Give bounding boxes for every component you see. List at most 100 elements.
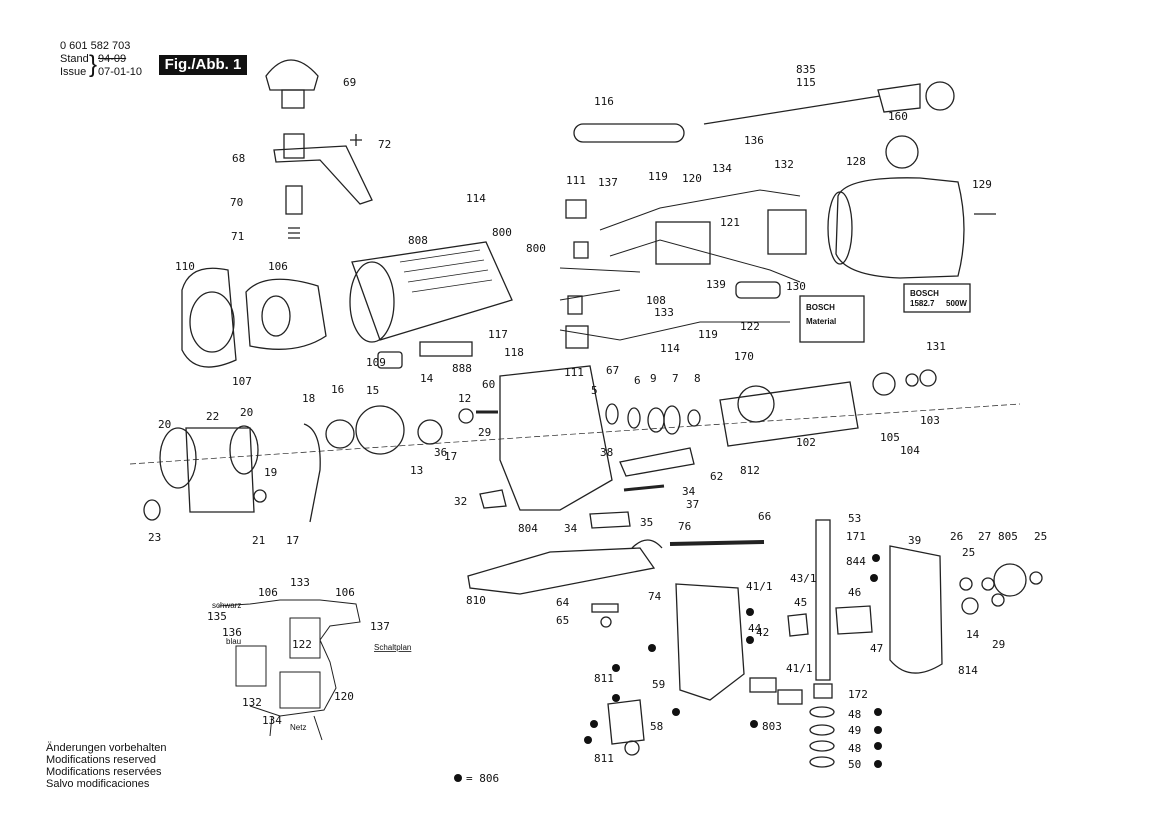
callout-number: 6 <box>634 374 641 387</box>
callout-number: 71 <box>231 230 244 243</box>
capacitor-part <box>573 241 589 259</box>
callout-number: 49 <box>848 724 861 737</box>
bearing-29-part <box>991 593 1005 607</box>
note-line: Änderungen vorbehalten <box>46 742 167 754</box>
ring-8-part <box>687 409 701 427</box>
callout-number: 59 <box>652 678 665 691</box>
callout-number: 136 <box>222 626 242 639</box>
callout-number: 120 <box>334 690 354 703</box>
bearing-14-part <box>961 597 979 615</box>
guide-46-part <box>835 605 873 635</box>
base-boss-part <box>283 133 305 159</box>
stand-label: Stand <box>60 53 89 65</box>
roller-bracket-811-part <box>607 699 645 745</box>
hex-key-66-part <box>669 540 765 546</box>
callout-number: 116 <box>594 95 614 108</box>
callout-number: 29 <box>992 638 1005 651</box>
schematic-schwarz: schwarz <box>212 601 241 610</box>
callout-number: 44 <box>748 622 762 635</box>
callout-number: 139 <box>706 278 726 291</box>
callout-number: 12 <box>458 392 471 405</box>
callout-number: 106 <box>258 586 278 599</box>
brush-part <box>377 351 403 369</box>
callout-number: 29 <box>478 426 491 439</box>
stand-value: 94-09 <box>98 53 127 65</box>
legend-dot-label: = 806 <box>466 772 499 785</box>
clip-76-part <box>631 539 663 549</box>
callout-number: 134 <box>262 714 282 727</box>
callout-number: 105 <box>880 431 900 444</box>
callout-number: 69 <box>343 76 356 89</box>
motor-cover-part <box>835 177 965 279</box>
callout-number: 106 <box>335 586 355 599</box>
callout-number: 64 <box>556 596 570 609</box>
callout-number: 43/1 <box>790 572 817 585</box>
callout-number: 34 <box>682 485 696 498</box>
callout-number: 76 <box>678 520 691 533</box>
washer-48-a-part <box>809 706 835 718</box>
callout-number: 66 <box>758 510 771 523</box>
electronic-module-part <box>767 209 807 255</box>
washer-48-b-part <box>809 740 835 752</box>
ring-104-part <box>905 373 919 387</box>
fan-170-part <box>737 385 775 423</box>
schematic-blau: blau <box>226 637 241 646</box>
callout-number: 9 <box>650 372 657 385</box>
housing-ribs-part <box>399 249 493 293</box>
callout-number: 65 <box>556 614 569 627</box>
clamp-45-part <box>787 613 809 637</box>
ring-27-part <box>981 577 995 591</box>
callout-number: 133 <box>654 306 674 319</box>
callout-number: 17 <box>444 450 457 463</box>
screw-65-part <box>600 616 612 628</box>
washer-50-part <box>809 756 835 768</box>
plug-23-part <box>143 499 161 521</box>
callout-number: 122 <box>740 320 760 333</box>
callout-number: 60 <box>482 378 495 391</box>
callout-number: 137 <box>598 176 618 189</box>
bosch-material-plate <box>799 295 865 343</box>
bosch-brand-text: BOSCH <box>806 303 835 312</box>
pin-34-part <box>623 484 665 492</box>
callout-number: 17 <box>286 534 299 547</box>
sleeve-part <box>285 185 303 215</box>
schematic-schaltplan: Schaltplan <box>374 643 411 652</box>
callout-number: 18 <box>302 392 315 405</box>
callout-number: 26 <box>950 530 963 543</box>
header-brace: } <box>89 51 98 78</box>
callout-number: 72 <box>378 138 391 151</box>
callout-number: 104 <box>900 444 920 457</box>
washer-19-part <box>253 489 267 503</box>
switch-part <box>565 199 587 219</box>
callout-number: 800 <box>526 242 546 255</box>
callout-number: 811 <box>594 752 614 765</box>
wiring-part <box>559 189 801 341</box>
issue-value: 07-01-10 <box>98 66 143 78</box>
callout-number: 103 <box>920 414 940 427</box>
field-coil-part <box>245 278 327 350</box>
callout-number: 39 <box>908 534 921 547</box>
callout-number: 888 <box>452 362 472 375</box>
lever-32-part <box>479 489 507 509</box>
callout-number: 41/1 <box>746 580 773 593</box>
callout-number: 136 <box>744 134 764 147</box>
bearing-105-part <box>872 372 896 396</box>
callout-number: 109 <box>366 356 386 369</box>
callout-number: 134 <box>712 162 732 175</box>
ring-25-part <box>1029 571 1043 585</box>
plunger-housing-part <box>675 583 745 701</box>
gasket-20-right-part <box>229 425 259 475</box>
callout-number: 132 <box>242 696 262 709</box>
marker-dots <box>454 554 882 782</box>
callout-number: 129 <box>972 178 992 191</box>
lever-812-part <box>619 447 695 477</box>
callout-number: 160 <box>888 110 908 123</box>
callout-number: 111 <box>566 174 586 187</box>
callout-number: 117 <box>488 328 508 341</box>
callout-number: 131 <box>926 340 946 353</box>
callout-number: 135 <box>207 610 227 623</box>
callout-number: 808 <box>408 234 428 247</box>
ring-103-part <box>919 369 937 387</box>
callout-number: 133 <box>290 576 310 589</box>
